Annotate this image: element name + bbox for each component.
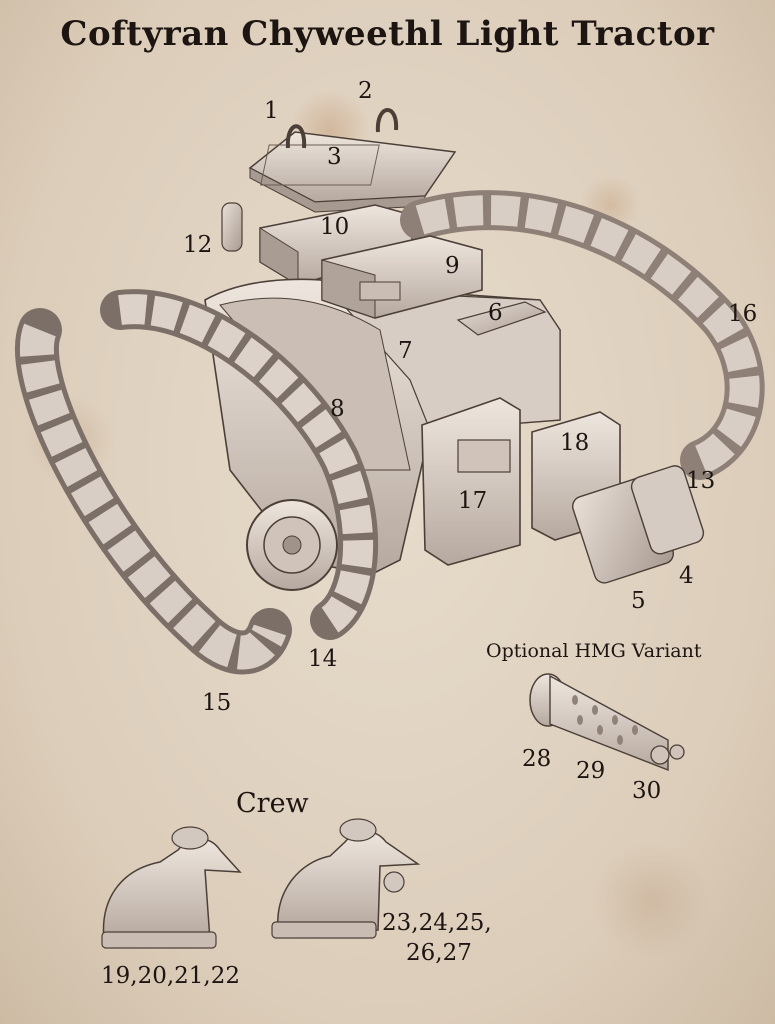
- hook-part: [375, 108, 399, 133]
- optional-hmg-variant-heading: Optional HMG Variant: [486, 640, 702, 662]
- crew-bust-b: [271, 818, 421, 939]
- page-title: Coftyran Chyweethl Light Tractor: [60, 14, 715, 54]
- hatch-plate: [248, 131, 457, 213]
- part-label-30: 30: [632, 778, 662, 804]
- hmg-variant-model: [529, 673, 685, 772]
- part-label-13: 13: [686, 468, 716, 494]
- part-label-18: 18: [560, 430, 590, 456]
- crew-b-part-labels-line2: 26,27: [406, 940, 472, 966]
- cupola-ring: [259, 204, 413, 286]
- part-label-12: 12: [183, 232, 213, 258]
- part-label-9: 9: [445, 253, 460, 279]
- part-label-2: 2: [358, 78, 373, 104]
- part-label-14: 14: [308, 646, 338, 672]
- part-label-10: 10: [320, 214, 350, 240]
- exhaust-parts: [572, 465, 705, 584]
- left-track-outer: [14, 308, 292, 675]
- crew-a-part-labels: 19,20,21,22: [101, 963, 240, 989]
- part-label-29: 29: [576, 758, 606, 784]
- small-cylinder-part: [221, 202, 243, 252]
- small-plate-part: [456, 301, 547, 336]
- crew-heading: Crew: [236, 788, 309, 819]
- part-label-17: 17: [458, 488, 488, 514]
- front-armor-block: [421, 397, 521, 566]
- part-label-1: 1: [264, 98, 279, 124]
- part-label-6: 6: [488, 300, 503, 326]
- part-label-8: 8: [330, 396, 345, 422]
- turret-box: [321, 235, 483, 319]
- part-label-16: 16: [728, 301, 758, 327]
- part-label-7: 7: [398, 338, 413, 364]
- part-label-28: 28: [522, 746, 552, 772]
- rear-track-right: [400, 190, 765, 480]
- part-label-3: 3: [327, 144, 342, 170]
- hook-part: [285, 124, 307, 149]
- part-label-5: 5: [631, 588, 646, 614]
- left-track-inner: [100, 289, 379, 640]
- part-label-15: 15: [202, 690, 232, 716]
- crew-bust-a: [101, 826, 242, 949]
- part-label-4: 4: [679, 563, 694, 589]
- crew-b-part-labels-line1: 23,24,25,: [382, 910, 492, 936]
- drive-wheel: [246, 499, 338, 591]
